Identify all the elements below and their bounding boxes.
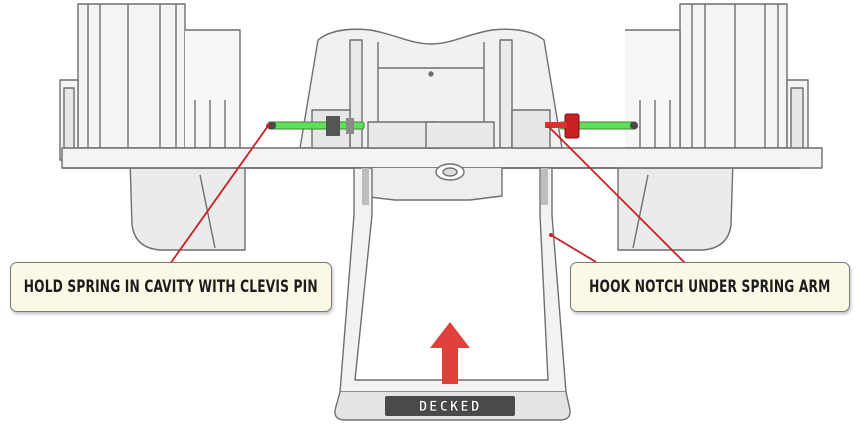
center-housing [299,28,563,149]
push-up-arrow [430,322,470,384]
decked-logo: DECKED [419,399,482,415]
leader-line-right-notch [550,234,597,263]
leader-dot-left [266,124,270,128]
leader-line-left [169,125,269,265]
logo-plate [385,396,515,416]
spring-cavity-right [425,109,551,149]
leader-dot-right [549,233,553,237]
lower-tub [129,159,734,251]
callout-hold-spring-text: HOLD SPRING IN CAVITY WITH CLEVIS PIN [24,277,319,297]
right-side-panel [625,3,809,161]
callout-hold-spring: HOLD SPRING IN CAVITY WITH CLEVIS PIN [10,262,332,312]
main-rail [61,147,823,201]
callout-hook-notch-text: HOOK NOTCH UNDER SPRING ARM [589,277,831,297]
clevis-pin-left [267,116,365,136]
leader-line-right [547,125,687,265]
left-side-panel [59,3,241,161]
spring-red [545,113,580,139]
callout-hook-notch: HOOK NOTCH UNDER SPRING ARM [570,262,850,312]
